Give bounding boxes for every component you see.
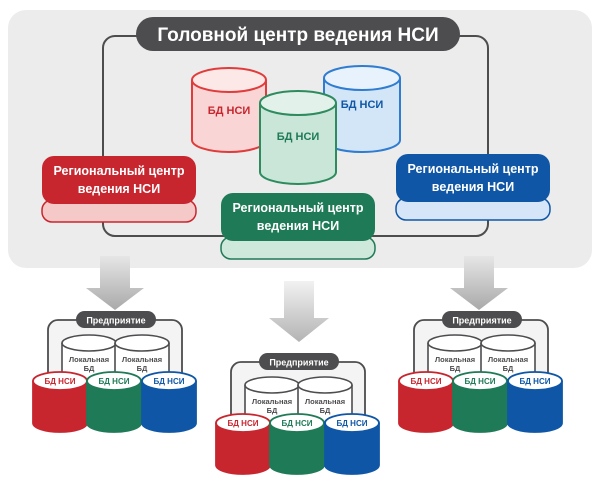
central-db-blue: БД НСИ (323, 65, 401, 153)
local-db-label-line2: БД (450, 364, 461, 373)
down-arrow-center (269, 281, 329, 342)
central-db-blue-label: БД НСИ (341, 99, 384, 111)
nsi-db: БД НСИ (86, 371, 142, 433)
regional-center-blue-line2: ведения НСИ (432, 180, 514, 194)
enterprise-label-pill: Предприятие (442, 311, 522, 328)
local-db-label-line1: Локальная (252, 397, 292, 406)
nsi-db-label: БД НСИ (45, 377, 76, 386)
regional-center-red: Региональный центр ведения НСИ (41, 156, 197, 223)
nsi-db-label: БД НСИ (228, 419, 259, 428)
nsi-db-label: БД НСИ (520, 377, 551, 386)
enterprise-label: Предприятие (452, 316, 511, 326)
nsi-db: БД НСИ (324, 413, 380, 475)
head-center-title: Головной центр ведения НСИ (157, 25, 438, 46)
regional-center-blue: Региональный центр ведения НСИ (395, 154, 551, 221)
central-db-red: БД НСИ (191, 67, 267, 153)
nsi-db: БД НСИ (215, 413, 271, 475)
central-db-green-label: БД НСИ (277, 131, 320, 143)
local-db-label-line1: Локальная (69, 355, 109, 364)
down-arrow-left (86, 256, 144, 310)
regional-center-red-line2: ведения НСИ (78, 182, 160, 196)
down-arrow-right (450, 256, 508, 310)
local-db-label-line2: БД (503, 364, 514, 373)
regional-center-green-line2: ведения НСИ (257, 219, 339, 233)
nsi-db-label: БД НСИ (337, 419, 368, 428)
local-db-label-line1: Локальная (488, 355, 528, 364)
local-db-label-line1: Локальная (122, 355, 162, 364)
enterprise-label: Предприятие (269, 358, 328, 368)
nsi-db-label: БД НСИ (99, 377, 130, 386)
local-db-label-line2: БД (267, 406, 278, 415)
central-db-green: БД НСИ (259, 90, 337, 185)
nsi-db-label: БД НСИ (282, 419, 313, 428)
central-db-red-label: БД НСИ (208, 105, 251, 117)
nsi-db: БД НСИ (141, 371, 197, 433)
nsi-db-label: БД НСИ (465, 377, 496, 386)
nsi-db-label: БД НСИ (411, 377, 442, 386)
regional-center-green: Региональный центр ведения НСИ (220, 193, 376, 260)
head-center-title-pill (136, 17, 460, 51)
nsi-db: БД НСИ (507, 371, 563, 433)
enterprise-label: Предприятие (86, 316, 145, 326)
nsi-db: БД НСИ (398, 371, 454, 433)
local-db-label-line2: БД (320, 406, 331, 415)
nsi-db-label: БД НСИ (154, 377, 185, 386)
local-db-label-line2: БД (137, 364, 148, 373)
nsi-db: БД НСИ (452, 371, 508, 433)
regional-center-green-line1: Региональный центр (233, 201, 364, 215)
nsi-db: БД НСИ (32, 371, 88, 433)
regional-center-red-line1: Региональный центр (54, 164, 185, 178)
local-db-label-line1: Локальная (435, 355, 475, 364)
regional-center-blue-line1: Региональный центр (408, 162, 539, 176)
enterprise-label-pill: Предприятие (259, 353, 339, 370)
local-db-label-line2: БД (84, 364, 95, 373)
enterprise-label-pill: Предприятие (76, 311, 156, 328)
local-db-label-line1: Локальная (305, 397, 345, 406)
nsi-db: БД НСИ (269, 413, 325, 475)
